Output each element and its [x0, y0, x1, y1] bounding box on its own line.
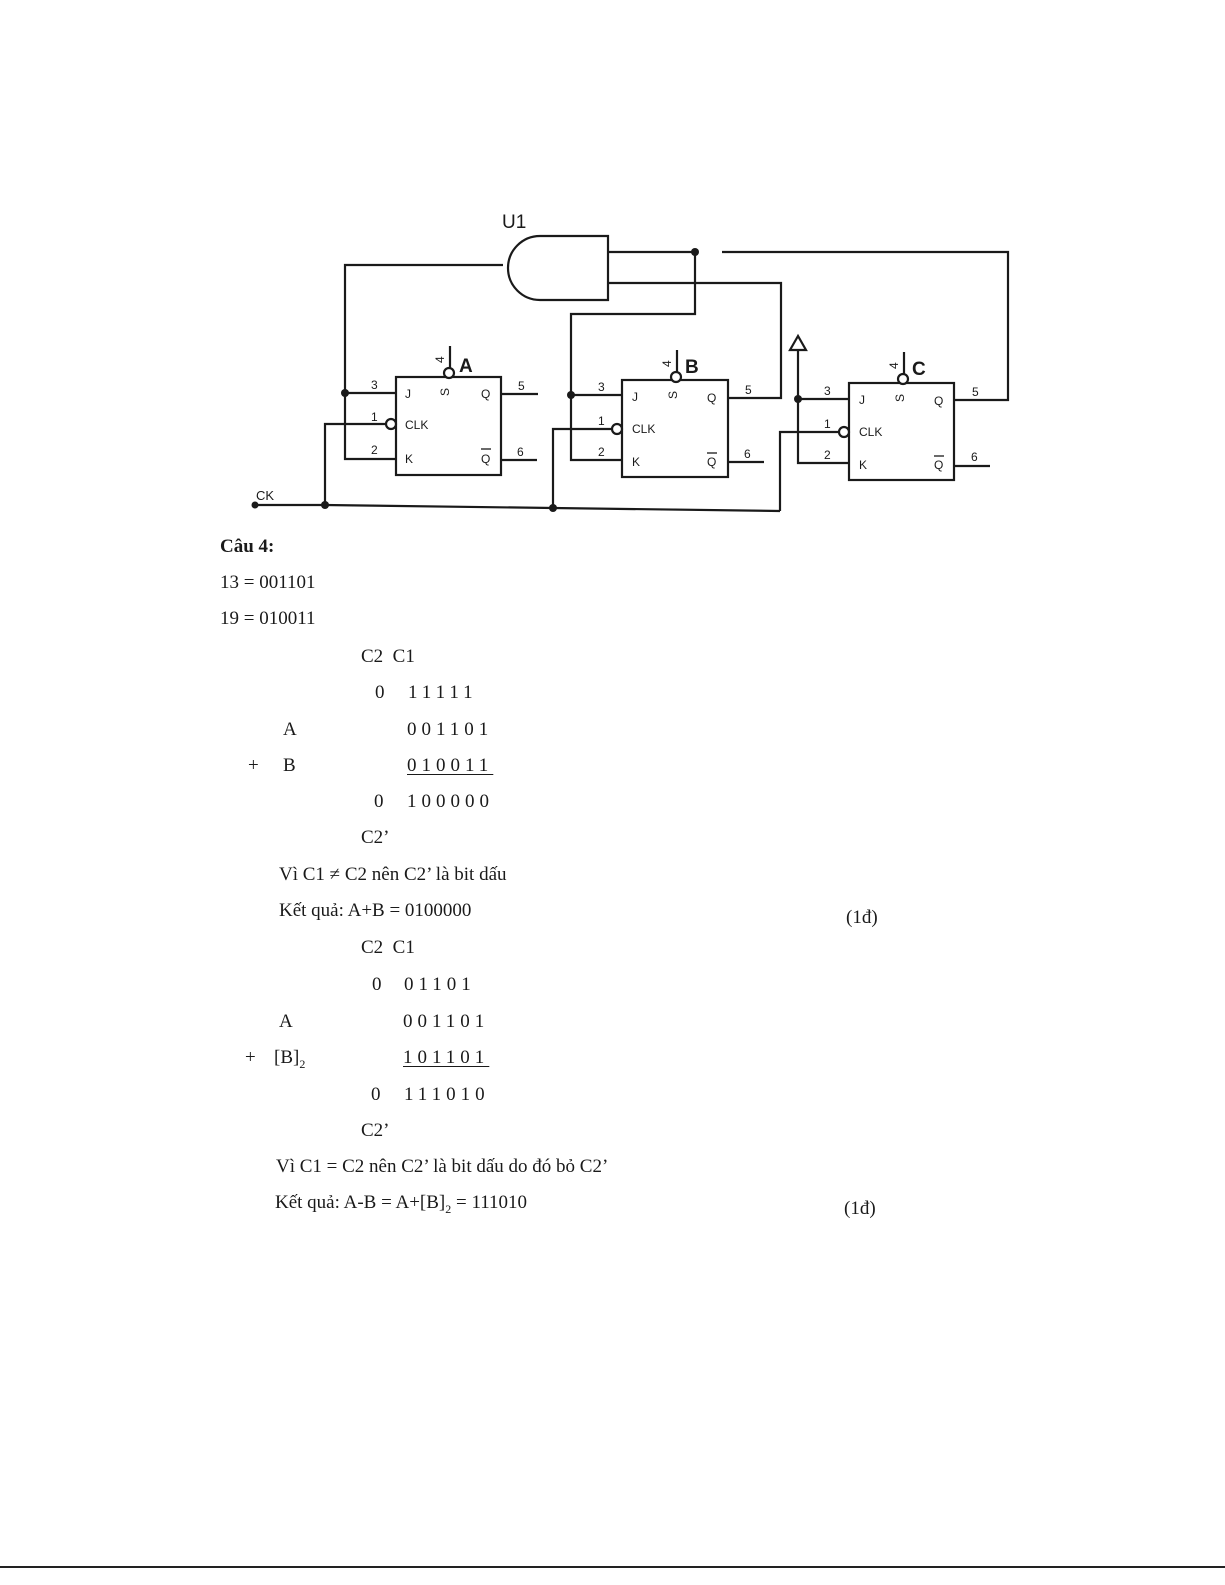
ff-a-j-label: J	[405, 387, 411, 401]
ff-a-clk-label: CLK	[405, 418, 428, 432]
conversion-13: 13 = 001101	[220, 572, 316, 593]
ff-b-pin-k: 2	[598, 445, 605, 459]
ff-c-pin-k: 2	[824, 448, 831, 462]
ff-c-set-bubble	[896, 372, 910, 386]
addition-plus-sign: +	[248, 755, 259, 776]
ff-a-clk-bubble	[384, 417, 398, 431]
subtraction-sum-carry: 0	[371, 1084, 381, 1105]
ff-c-pin-qbar: 6	[971, 450, 978, 464]
ff-b-q-label: Q	[707, 391, 716, 405]
ff-b-pin-s: 4	[660, 360, 674, 367]
subtraction-result-sub: 2	[445, 1201, 452, 1216]
addition-operand-a: 001101	[407, 719, 494, 740]
ff-c-pin-j: 3	[824, 384, 831, 398]
subtraction-carry-bits: 01101	[404, 974, 476, 995]
question-title: Câu 4:	[220, 536, 275, 557]
ff-a-s-label: S	[438, 388, 452, 396]
ff-b-pin-qbar: 6	[744, 447, 751, 461]
ff-a-pin-k: 2	[371, 443, 378, 457]
addition-sum-carry: 0	[374, 791, 384, 812]
ff-c-pin-clk: 1	[824, 417, 831, 431]
ff-a-set-bubble	[442, 366, 456, 380]
ff-c-s-label: S	[893, 394, 907, 402]
ff-a-name: A	[459, 356, 473, 377]
ff-b-s-label: S	[666, 391, 680, 399]
ff-c-qbar-label: Q	[934, 458, 943, 472]
subtraction-sum-bits: 111010	[404, 1084, 490, 1105]
addition-result: Kết quả: A+B = 0100000	[279, 900, 472, 921]
subtraction-label-a: A	[279, 1011, 293, 1032]
ff-a-q-label: Q	[481, 387, 490, 401]
addition-note: Vì C1 ≠ C2 nên C2’ là bit dấu	[279, 864, 507, 885]
ff-a-pin-clk: 1	[371, 410, 378, 424]
subtraction-carry-header: C2 C1	[361, 937, 415, 958]
subtraction-carry-c2: 0	[372, 974, 382, 995]
ff-a-pin-j: 3	[371, 378, 378, 392]
ff-c-k-label: K	[859, 458, 867, 472]
ff-b-pin-j: 3	[598, 380, 605, 394]
ff-b-clk-bubble	[610, 422, 624, 436]
subtraction-operand-b: 101101	[403, 1047, 490, 1068]
ff-c-pin-q: 5	[972, 385, 979, 399]
ff-b-name: B	[685, 357, 699, 378]
subtraction-label-b-main: [B]	[274, 1047, 300, 1068]
addition-carry-c2: 0	[375, 682, 385, 703]
clock-label: CK	[256, 488, 274, 503]
ff-a-qbar-label: Q	[481, 452, 490, 466]
subtraction-note: Vì C1 = C2 nên C2’ là bit dấu do đó bỏ C…	[276, 1156, 609, 1177]
subtraction-score: (1đ)	[844, 1198, 876, 1219]
page-bottom-border	[0, 1566, 1225, 1568]
ff-a-pin-q: 5	[518, 379, 525, 393]
ff-c-name: C	[912, 359, 926, 380]
subtraction-plus-sign: +	[245, 1047, 256, 1068]
addition-c2-prime: C2’	[361, 827, 390, 848]
vcc-arrow-icon	[788, 333, 808, 352]
ff-b-qbar-label: Q	[707, 455, 716, 469]
addition-score: (1đ)	[846, 907, 878, 928]
conversion-19: 19 = 010011	[220, 608, 316, 629]
subtraction-result: Kết quả: A-B = A+[B]2 = 111010	[275, 1193, 527, 1215]
addition-label-a: A	[283, 719, 297, 740]
subtraction-result-post: = 111010	[451, 1192, 528, 1213]
addition-operand-b: 010011	[407, 755, 494, 776]
gate-u1-label: U1	[502, 212, 526, 233]
ff-c-j-label: J	[859, 393, 865, 407]
subtraction-c2-prime: C2’	[361, 1120, 390, 1141]
ff-c-clk-bubble	[837, 425, 851, 439]
ff-a-pin-s: 4	[433, 356, 447, 363]
addition-carry-header: C2 C1	[361, 646, 415, 667]
circuit-diagram: U1 CK A 4 S 3 1 2 J CLK K Q Q 5 6 B 4 S …	[251, 212, 1010, 513]
subtraction-label-b: [B]2	[274, 1048, 305, 1070]
ff-a-k-label: K	[405, 452, 413, 466]
addition-sum-bits: 100000	[407, 791, 494, 812]
ff-b-pin-clk: 1	[598, 414, 605, 428]
addition-label-b: B	[283, 755, 296, 776]
ff-b-j-label: J	[632, 390, 638, 404]
ff-b-pin-q: 5	[745, 383, 752, 397]
addition-carry-bits: 11111	[408, 682, 478, 703]
ff-b-set-bubble	[669, 370, 683, 384]
subtraction-result-pre: Kết quả: A-B = A+[B]	[275, 1192, 446, 1213]
and-gate-u1	[506, 234, 610, 302]
subtraction-operand-a: 001101	[403, 1011, 490, 1032]
ff-a-pin-qbar: 6	[517, 445, 524, 459]
ff-c-clk-label: CLK	[859, 425, 882, 439]
subtraction-label-b-sub: 2	[299, 1056, 306, 1071]
ff-b-k-label: K	[632, 455, 640, 469]
ff-c-pin-s: 4	[887, 362, 901, 369]
ff-b-clk-label: CLK	[632, 422, 655, 436]
ff-c-q-label: Q	[934, 394, 943, 408]
